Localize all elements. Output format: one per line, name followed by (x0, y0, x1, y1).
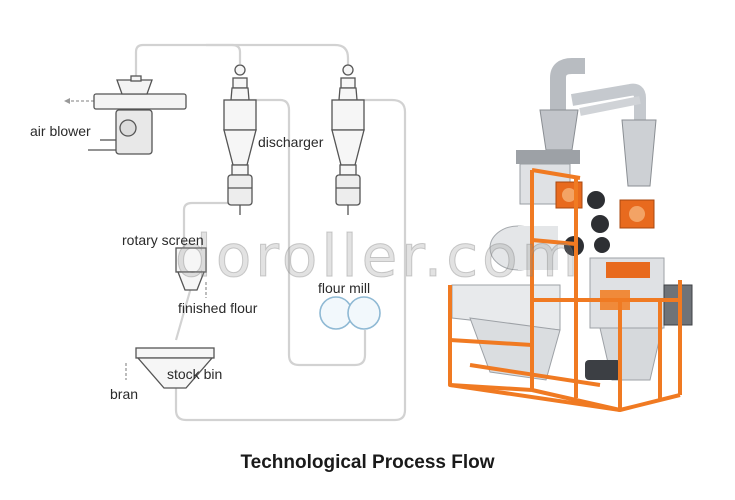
discharger-cyclone-2 (331, 64, 365, 215)
label-discharger: discharger (258, 134, 324, 150)
air-blower-machine (64, 75, 187, 155)
stock-bin-unit (125, 347, 215, 389)
discharger-cyclone-1 (223, 64, 257, 215)
label-stock-bin: stock bin (167, 366, 223, 382)
label-air-blower: air blower (30, 123, 91, 139)
rotary-screen-unit (175, 247, 207, 298)
label-rotary-screen: rotary screen (122, 232, 204, 248)
flour-mill-rollers (319, 296, 381, 330)
label-finished-flour: finished flour (178, 300, 258, 316)
label-flour-mill: flour mill (318, 280, 371, 296)
watermark-text: doroller.com (174, 222, 583, 291)
label-bran: bran (110, 386, 139, 402)
flour-mill-machine-illustration (448, 58, 693, 412)
diagram-title: Technological Process Flow (240, 452, 495, 473)
